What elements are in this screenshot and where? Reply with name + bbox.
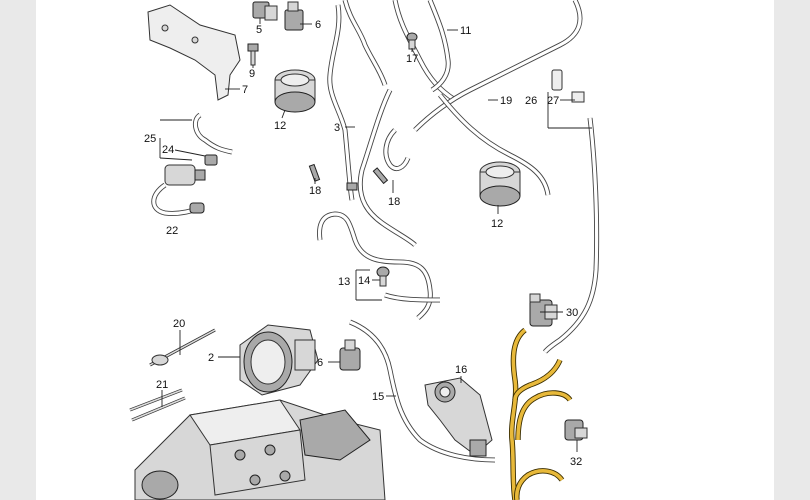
callout-11: 11 <box>460 25 471 37</box>
solenoid-valve-part <box>284 9 304 31</box>
coolant-pump-part <box>424 377 493 457</box>
callout-2: 2 <box>208 352 214 364</box>
cable-tie-part <box>149 328 216 367</box>
callout-labels: 5 6 9 7 12 11 17 19 26 27 3 25 24 22 18 … <box>144 19 582 468</box>
callout-27: 27 <box>547 95 559 107</box>
vacuum-canister-part <box>274 69 316 113</box>
callout-7: 7 <box>242 84 248 96</box>
callout-12: 12 <box>491 218 503 230</box>
fitting-part <box>376 266 390 287</box>
callout-32: 32 <box>570 456 582 468</box>
callout-14: 14 <box>358 275 370 287</box>
callout-19: 19 <box>500 95 512 107</box>
bracket-part <box>147 4 241 101</box>
callout-6: 6 <box>315 19 321 31</box>
callout-24: 24 <box>162 144 174 156</box>
bolt-part <box>247 43 259 66</box>
callout-25: 25 <box>144 133 156 145</box>
vacuum-canister-part <box>479 161 521 207</box>
callout-9: 9 <box>249 68 255 80</box>
leader-lines <box>159 18 592 452</box>
cable-tie-part <box>129 388 186 422</box>
wiring-harness <box>508 327 573 500</box>
callout-3: 3 <box>334 122 340 134</box>
sensor-part <box>564 419 588 441</box>
vacuum-hose-network <box>151 0 600 463</box>
parts <box>129 1 588 500</box>
callout-6: 6 <box>317 357 323 369</box>
callout-16: 16 <box>455 364 467 376</box>
callout-18: 18 <box>388 196 400 208</box>
callout-18: 18 <box>309 185 321 197</box>
check-valve-part <box>164 164 206 214</box>
cap-part <box>406 32 418 50</box>
callout-21: 21 <box>156 379 168 391</box>
callout-12: 12 <box>274 120 286 132</box>
callout-20: 20 <box>173 318 185 330</box>
throttle-body-part <box>239 324 319 396</box>
callout-22: 22 <box>166 225 178 237</box>
callout-15: 15 <box>372 391 384 403</box>
callout-13: 13 <box>338 276 350 288</box>
callout-17: 17 <box>406 53 418 65</box>
solenoid-valve-part <box>529 293 558 327</box>
callout-26: 26 <box>525 95 537 107</box>
callout-30: 30 <box>566 307 578 319</box>
callout-5: 5 <box>256 24 262 36</box>
intake-manifold-part <box>134 399 386 500</box>
solenoid-valve-part <box>339 339 361 371</box>
